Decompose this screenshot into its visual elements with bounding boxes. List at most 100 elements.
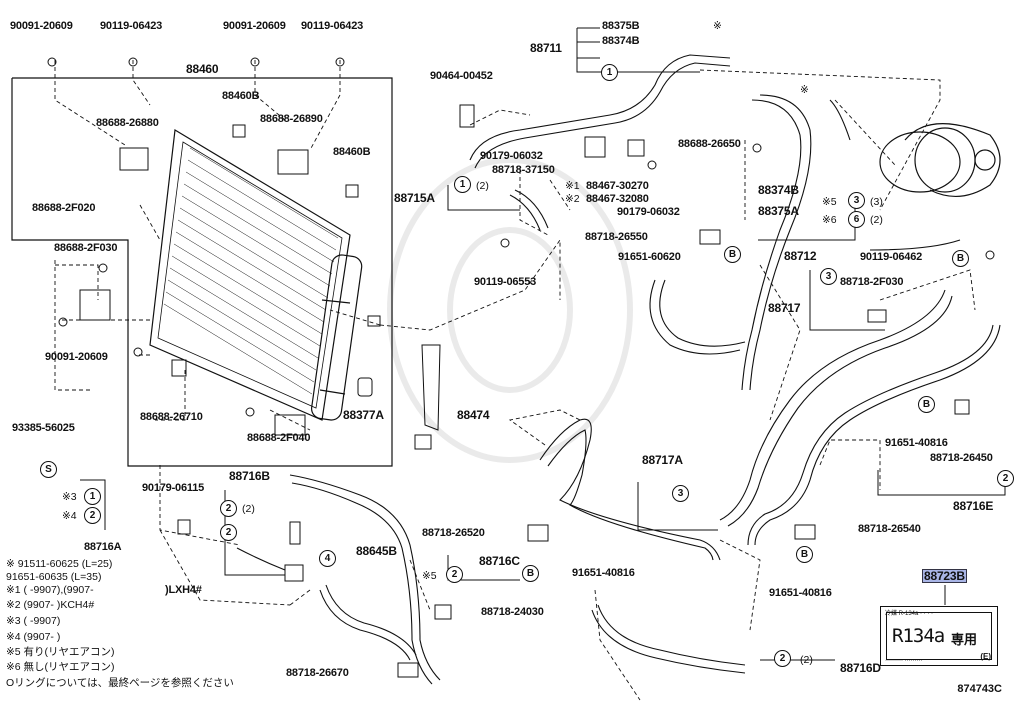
callout-paren-2: (2)	[800, 654, 813, 666]
note-line: ※6 無し(リヤエアコン)	[6, 661, 115, 673]
part-label-88688-26890[interactable]: 88688-26890	[260, 113, 323, 125]
part-label-88716E[interactable]: 88716E	[953, 499, 994, 513]
part-label-88715A[interactable]: 88715A	[394, 191, 435, 205]
part-label-88688-2F020[interactable]: 88688-2F020	[32, 202, 96, 214]
part-label-90119-06423[interactable]: 90119-06423	[100, 20, 163, 32]
label-sen-you: 専用	[951, 632, 978, 647]
star4-marker: ※4	[62, 510, 77, 522]
part-label-90119-06553[interactable]: 90119-06553	[474, 276, 537, 288]
note-line: Oリングについては、最終ページを参照ください	[6, 677, 234, 689]
part-label-88718-26670[interactable]: 88718-26670	[286, 667, 349, 679]
part-label-90179-06032[interactable]: 90179-06032	[617, 206, 680, 218]
callout-paren-2: (2)	[476, 180, 489, 192]
callout-1: 1	[454, 176, 471, 193]
label-inner-border	[886, 612, 992, 660]
part-label-90179-06115[interactable]: 90179-06115	[142, 482, 205, 494]
refrigerant-caution-label: 冷媒 R-134a · · · · R134a 専用 ········· ···…	[880, 606, 998, 666]
compressor	[879, 123, 1001, 198]
part-label-88374B[interactable]: 88374B	[758, 183, 799, 197]
part-label-88377A[interactable]: 88377A	[343, 408, 384, 422]
star5-marker: ※5	[422, 570, 437, 582]
star6-marker: ※6	[822, 214, 837, 226]
part-label-88718-26540[interactable]: 88718-26540	[858, 523, 921, 535]
callout-4: 4	[319, 550, 336, 567]
part-label-88716A[interactable]: 88716A	[84, 541, 122, 553]
part-label-91651-40816[interactable]: 91651-40816	[572, 567, 635, 579]
hoses	[236, 54, 1001, 685]
star-marker: ※	[713, 20, 722, 32]
part-label-91651-60620[interactable]: 91651-60620	[618, 251, 681, 263]
part-label-88712[interactable]: 88712	[784, 249, 817, 263]
part-label-88723B[interactable]: 88723B	[922, 569, 967, 583]
part-label-88718-26520[interactable]: 88718-26520	[422, 527, 485, 539]
callout-b: B	[918, 396, 935, 413]
label-top-text: 冷媒 R-134a · · · ·	[885, 611, 934, 617]
diagram-code: 874743C	[957, 683, 1002, 695]
part-label-88718-26450[interactable]: 88718-26450	[930, 452, 993, 464]
note-line: ※5 有り(リヤエアコン)	[6, 646, 115, 658]
part-label-88375A[interactable]: 88375A	[758, 204, 799, 218]
note-line: 91651-60635 (L=35)	[6, 571, 102, 583]
part-label-88716C[interactable]: 88716C	[479, 554, 520, 568]
part-label-90179-06032[interactable]: 90179-06032	[480, 150, 543, 162]
part-label-90091-20609[interactable]: 90091-20609	[10, 20, 73, 32]
part-label-90119-06462[interactable]: 90119-06462	[860, 251, 923, 263]
part-label-90464-00452[interactable]: 90464-00452	[430, 70, 493, 82]
part-label-88688-26880[interactable]: 88688-26880	[96, 117, 159, 129]
callout-b: B	[952, 250, 969, 267]
part-label-88374B[interactable]: 88374B	[602, 35, 640, 47]
part-label-88716B[interactable]: 88716B	[229, 469, 270, 483]
part-label-93385-56025[interactable]: 93385-56025	[12, 422, 75, 434]
star2-note: ※2	[565, 193, 580, 205]
callout-3: 3	[672, 485, 689, 502]
part-label-88688-26650[interactable]: 88688-26650	[678, 138, 741, 150]
note-line: ※ 91511-60625 (L=25)	[6, 558, 113, 570]
label-refrigerant: R134a	[892, 625, 945, 647]
part-label-88718-37150[interactable]: 88718-37150	[492, 164, 555, 176]
part-label-90091-20609[interactable]: 90091-20609	[223, 20, 286, 32]
label-pill: (E)	[980, 652, 991, 661]
callout-3: 3	[848, 192, 865, 209]
part-label-88375B[interactable]: 88375B	[602, 20, 640, 32]
note-line: ※2 (9907- )KCH4#	[6, 599, 95, 611]
part-label-88688-26710[interactable]: 88688-26710	[140, 411, 203, 423]
part-label-90119-06423[interactable]: 90119-06423	[301, 20, 364, 32]
part-label-88717A[interactable]: 88717A	[642, 453, 683, 467]
callout-1: 1	[601, 64, 618, 81]
callout-paren-3: (3)	[870, 196, 883, 208]
part-label-88718-26550[interactable]: 88718-26550	[585, 231, 648, 243]
star1-note: ※1	[565, 180, 580, 192]
star5-marker: ※5	[822, 196, 837, 208]
callout-6: 6	[848, 211, 865, 228]
part-label-88460[interactable]: 88460	[186, 62, 219, 76]
part-label-88474[interactable]: 88474	[457, 408, 490, 422]
label-bottom-text: ········· ·········	[885, 658, 923, 664]
part-label-88460B[interactable]: 88460B	[333, 146, 371, 158]
watermark	[387, 157, 633, 463]
part-label-91651-40816[interactable]: 91651-40816	[769, 587, 832, 599]
part-label-88717[interactable]: 88717	[768, 301, 801, 315]
part-label-88718-2F030[interactable]: 88718-2F030	[840, 276, 904, 288]
part-label-88467-32080[interactable]: 88467-32080	[586, 193, 649, 205]
fittings	[47, 57, 995, 678]
callout-b: B	[522, 565, 539, 582]
part-label-88460B[interactable]: 88460B	[222, 90, 260, 102]
part-label-88711[interactable]: 88711	[530, 41, 562, 55]
part-label-88716D[interactable]: 88716D	[840, 661, 881, 675]
callout-2: 2	[446, 566, 463, 583]
part-label-88467-30270[interactable]: 88467-30270	[586, 180, 649, 192]
callout-2: 2	[84, 507, 101, 524]
part-label-88688-2F030[interactable]: 88688-2F030	[54, 242, 118, 254]
callout-2: 2	[220, 500, 237, 517]
leader-lines	[54, 60, 976, 701]
part-label-91651-40816[interactable]: 91651-40816	[885, 437, 948, 449]
callout-paren-2: (2)	[242, 503, 255, 515]
callout-b: B	[796, 546, 813, 563]
callout-1: 1	[84, 488, 101, 505]
part-label-88645B[interactable]: 88645B	[356, 544, 397, 558]
part-label-88718-24030[interactable]: 88718-24030	[481, 606, 544, 618]
callout-2: 2	[220, 524, 237, 541]
part-label-90091-20609[interactable]: 90091-20609	[45, 351, 108, 363]
part-label-88688-2F040[interactable]: 88688-2F040	[247, 432, 311, 444]
